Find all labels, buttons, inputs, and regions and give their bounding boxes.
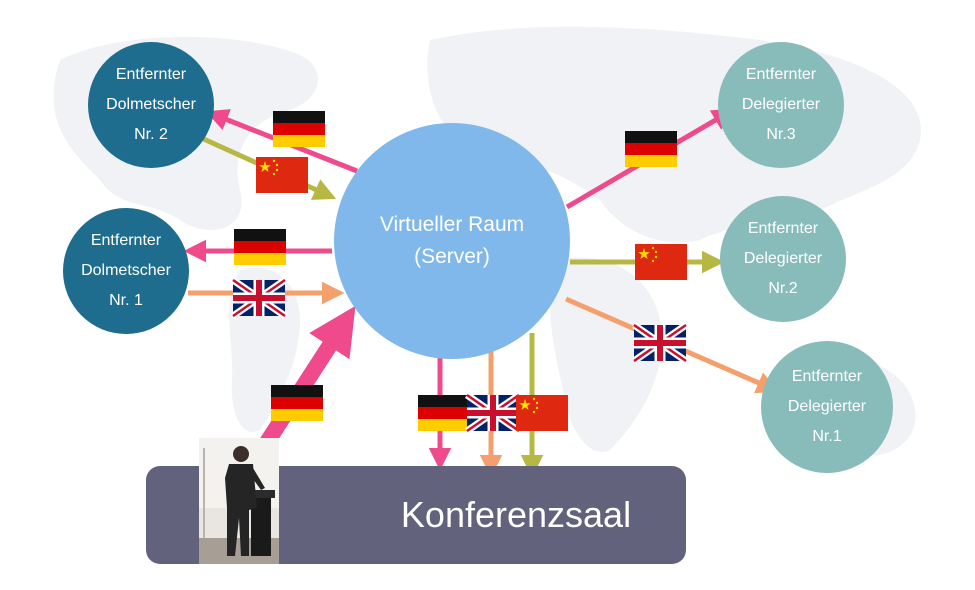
chinese-flag-icon <box>635 244 687 280</box>
german-flag-icon <box>418 395 470 431</box>
node-label-line: Entfernter <box>747 220 819 237</box>
node-label-line: Delegierter <box>787 398 867 415</box>
node-label-line: Entfernter <box>791 368 863 385</box>
node-label-line: Dolmetscher <box>81 262 171 279</box>
german-flag-icon <box>273 111 325 147</box>
delegate-2-node: Entfernter Delegierter Nr.2 <box>720 196 846 322</box>
delegate-3-node: Entfernter Delegierter Nr.3 <box>718 42 844 168</box>
node-label-line: Nr.1 <box>812 428 842 445</box>
interpreter-2-node: Entfernter Dolmetscher Nr. 2 <box>88 42 214 168</box>
union-jack-flag-icon <box>634 325 686 361</box>
node-label-line: Nr.3 <box>766 126 796 143</box>
node-label-line: Delegierter <box>743 250 823 267</box>
node-label-line: Delegierter <box>741 96 821 113</box>
union-jack-flag-icon <box>233 280 285 316</box>
node-label-line: Nr. 2 <box>134 126 168 143</box>
speaker-photo <box>199 438 279 564</box>
delegate-1-node: Entfernter Delegierter Nr.1 <box>761 341 893 473</box>
node-label-line: Nr.2 <box>768 280 798 297</box>
server-label-line: (Server) <box>414 245 490 268</box>
server-label-line: Virtueller Raum <box>379 213 525 236</box>
conference-hall-label: Konferenzsaal <box>400 494 632 535</box>
german-flag-icon <box>271 385 323 421</box>
interpreter-1-node: Entfernter Dolmetscher Nr. 1 <box>63 208 189 334</box>
node-label-line: Entfernter <box>745 66 817 83</box>
node-label-line: Dolmetscher <box>106 96 196 113</box>
union-jack-flag-icon <box>467 395 519 431</box>
german-flag-icon <box>234 229 286 265</box>
chinese-flag-icon <box>256 157 308 193</box>
node-label-line: Nr. 1 <box>109 292 143 309</box>
chinese-flag-icon <box>516 395 568 431</box>
german-flag-icon <box>625 131 677 167</box>
node-label-line: Entfernter <box>90 232 162 249</box>
node-label-line: Entfernter <box>115 66 187 83</box>
virtual-room-server-node: Virtueller Raum (Server) <box>334 123 570 359</box>
